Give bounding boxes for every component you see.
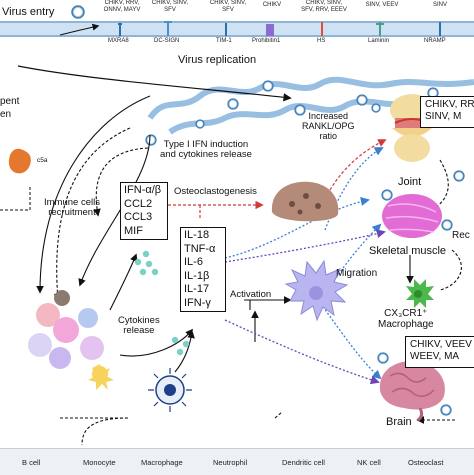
- receptor-viruses-nramp: SINV: [432, 2, 447, 8]
- osteoclast-cell: [271, 181, 339, 222]
- recruitment-cut-label: Rec: [452, 230, 470, 241]
- complement-c5a: [0, 148, 31, 211]
- complement-label-2: en: [0, 109, 12, 120]
- receptor-viruses-dcsign: CHIKV, SINV, SFV: [151, 0, 189, 13]
- cx3cr1-macrophage-label: CX₃CR1⁺ Macrophage: [378, 308, 434, 330]
- brain-label: Brain: [386, 416, 412, 428]
- purple-arrows: [224, 229, 386, 385]
- type1-ifn-label: Type I IFN induction and cytokines relea…: [160, 139, 252, 161]
- cytokine-item: CCL2: [124, 197, 153, 210]
- receptor-name-prohibitin: Prohibitin1: [252, 38, 281, 44]
- cytokine-item: IL-18: [184, 229, 210, 241]
- cx3cr1-macrophage: [406, 279, 434, 308]
- skeletal-muscle-label: Skeletal muscle: [369, 245, 447, 257]
- receptor-name-dcsign: DC-SIGN: [154, 38, 180, 44]
- joint-label: Joint: [398, 176, 422, 188]
- brain-virus-box: CHIKV, VEEV WEEV, MA: [405, 336, 474, 368]
- receptor-viruses-laminin: SINV, VEEV: [365, 2, 399, 8]
- receptor-viruses-tim1: CHIKV, SINV, SFV: [209, 0, 247, 13]
- receptor-name-tim1: TIM-1: [216, 38, 232, 44]
- complement-label-1: pent: [0, 96, 20, 107]
- cytokine-item: IL-17: [184, 283, 210, 295]
- immune-recruitment-label: Immune cells recruitment: [44, 197, 100, 219]
- virus-replication-arrow: [17, 65, 292, 102]
- legend-macrophage: Macrophage: [141, 458, 183, 467]
- receptor-viruses-prohibitin: CHIKV: [262, 2, 282, 8]
- cytokine-item: IL-6: [184, 256, 203, 268]
- brain-organ: [379, 361, 445, 422]
- cytokine-box-inflammatory: IL-18 TNF-α IL-6 IL-1β IL-17 IFN-γ: [180, 227, 226, 312]
- virus-replication-label: Virus replication: [178, 54, 257, 66]
- cytokine-box-innate: IFN-α/β CCL2 CCL3 MIF: [120, 182, 168, 240]
- cytokines-release-label: Cytokines release: [118, 315, 160, 337]
- immune-cell-cluster: [28, 290, 114, 390]
- cell-membrane: [0, 21, 474, 37]
- receptor-name-hs: HS: [317, 38, 326, 44]
- membrane-receptors: [118, 21, 441, 36]
- virus-entry-label: Virus entry: [2, 6, 55, 18]
- cytokine-item: CCL3: [124, 211, 153, 223]
- receptor-viruses-hs: CHIKV, SINV, SFV, RRV, EEEV: [301, 0, 347, 13]
- activation-label: Activation: [230, 289, 272, 300]
- osteoclastogenesis-arrow: [168, 139, 387, 220]
- osteoclastogenesis-label: Osteoclastogenesis: [174, 186, 257, 197]
- dendritic-virus-cell: [148, 368, 192, 412]
- legend-nk-cell: NK cell: [357, 458, 381, 467]
- joint-virus-box: CHIKV, RR SINV, M: [420, 96, 474, 128]
- activated-macrophage: [284, 259, 349, 322]
- legend-dendritic-cell: Dendritic cell: [282, 458, 325, 467]
- cytokine-item: TNF-α: [184, 242, 216, 255]
- c5a-label: c5a: [37, 157, 48, 164]
- cytokine-item: IL-1β: [184, 269, 210, 282]
- rankl-opg-label: Increased RANKL/OPG ratio: [302, 111, 355, 141]
- legend-b-cell: B cell: [22, 458, 41, 467]
- legend-neutrophil: Neutrophil: [213, 458, 248, 467]
- legend-osteoclast: Osteoclast: [408, 458, 444, 467]
- cytokine-item: MIF: [124, 224, 143, 237]
- cytokine-dots: [134, 250, 190, 356]
- entering-virus: [59, 5, 100, 36]
- legend-monocyte: Monocyte: [83, 458, 116, 467]
- migration-label: Migration: [336, 268, 378, 279]
- receptor-name-laminin: Laminin: [368, 38, 390, 44]
- cytokine-item: IFN-α/β: [124, 184, 162, 196]
- cell-legend: B cell Monocyte Macrophage Neutrophil De…: [0, 448, 474, 475]
- receptor-name-nramp: NRAMP: [424, 38, 446, 44]
- receptor-viruses-mxra8: CHIKV, RRV, ONNV, MAYV: [103, 0, 141, 13]
- skeletal-muscle: [382, 194, 442, 238]
- receptor-name-mxra8: MXRA8: [108, 38, 129, 44]
- cytokine-item: IFN-γ: [184, 296, 211, 309]
